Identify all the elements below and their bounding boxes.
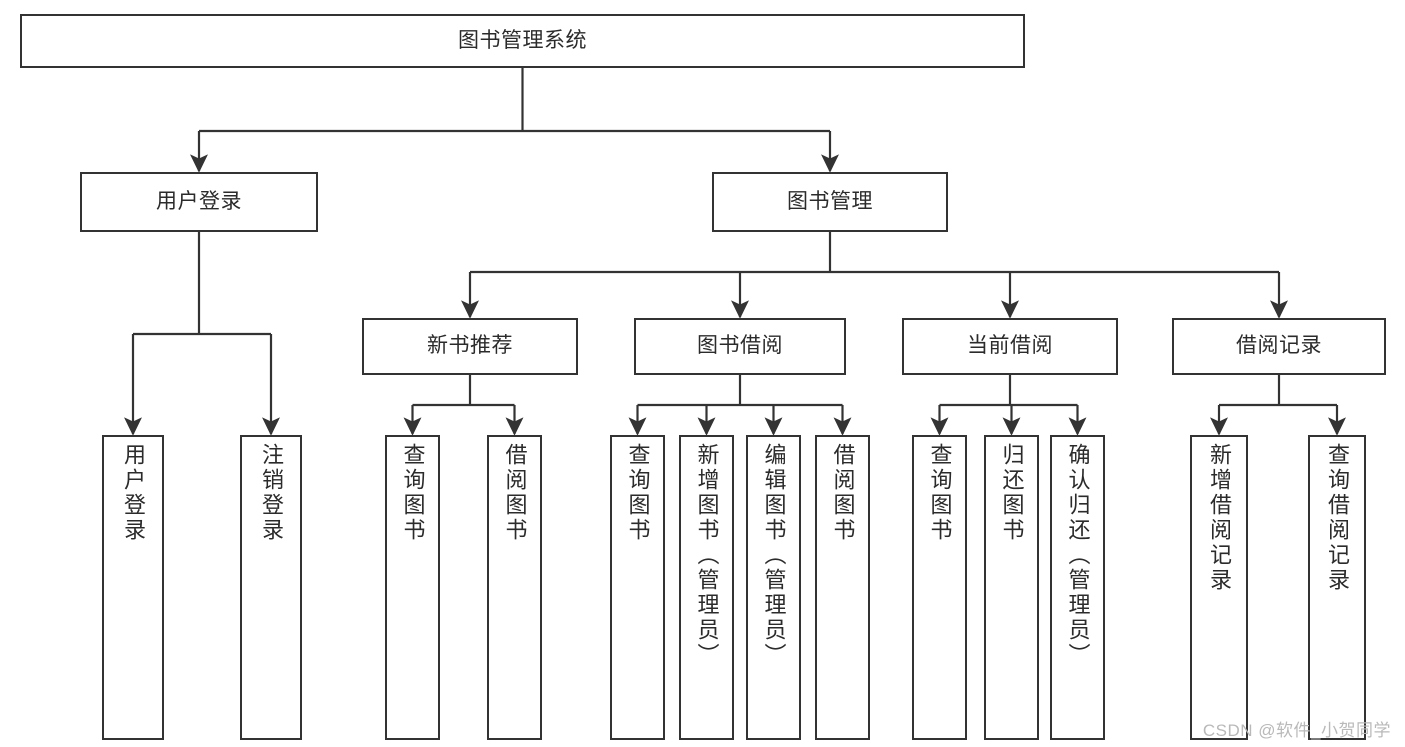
node-leaf-edit-book[interactable]: 编辑图书（管理员）: [746, 435, 801, 740]
node-book-mgmt[interactable]: 图书管理: [712, 172, 948, 232]
node-leaf-add-rec[interactable]: 新增借阅记录: [1190, 435, 1248, 740]
node-label-new-book-rec: 新书推荐: [427, 334, 513, 358]
node-label-leaf-add-book: 新增图书（管理员）: [694, 443, 720, 668]
edge-group: [123, 68, 1347, 436]
node-label-leaf-add-rec: 新增借阅记录: [1207, 443, 1232, 593]
node-label-leaf-query-1: 查询图书: [400, 443, 426, 543]
node-leaf-confirm[interactable]: 确认归还（管理员）: [1050, 435, 1105, 740]
node-label-current-borrow: 当前借阅: [967, 334, 1053, 358]
node-label-leaf-query-2: 查询图书: [625, 443, 651, 543]
node-label-leaf-query-rec: 查询借阅记录: [1325, 443, 1350, 593]
node-label-book-mgmt: 图书管理: [787, 189, 873, 213]
node-leaf-user-login[interactable]: 用户登录: [102, 435, 164, 740]
node-leaf-add-book[interactable]: 新增图书（管理员）: [679, 435, 734, 740]
node-user-login[interactable]: 用户登录: [80, 172, 318, 232]
node-borrow-record[interactable]: 借阅记录: [1172, 318, 1386, 375]
node-leaf-query-rec[interactable]: 查询借阅记录: [1308, 435, 1366, 740]
node-label-borrow-record: 借阅记录: [1236, 334, 1322, 358]
node-root[interactable]: 图书管理系统: [20, 14, 1025, 68]
node-label-book-borrow: 图书借阅: [697, 334, 783, 358]
node-label-leaf-query-3: 查询图书: [927, 443, 953, 543]
node-label-leaf-logout: 注销登录: [259, 443, 284, 543]
node-current-borrow[interactable]: 当前借阅: [902, 318, 1118, 375]
watermark-label: CSDN @软件_小贺同学: [1202, 721, 1391, 740]
node-leaf-borrow-2[interactable]: 借阅图书: [815, 435, 870, 740]
node-label-leaf-borrow-2: 借阅图书: [830, 443, 856, 543]
node-leaf-borrow-1[interactable]: 借阅图书: [487, 435, 542, 740]
node-label-root: 图书管理系统: [458, 28, 587, 52]
node-new-book-rec[interactable]: 新书推荐: [362, 318, 578, 375]
node-label-leaf-edit-book: 编辑图书（管理员）: [761, 443, 787, 668]
node-label-leaf-return: 归还图书: [999, 443, 1025, 543]
node-leaf-query-1[interactable]: 查询图书: [385, 435, 440, 740]
node-leaf-return[interactable]: 归还图书: [984, 435, 1039, 740]
node-label-user-login: 用户登录: [156, 189, 242, 213]
node-book-borrow[interactable]: 图书借阅: [634, 318, 846, 375]
node-label-leaf-borrow-1: 借阅图书: [502, 443, 528, 543]
node-leaf-query-2[interactable]: 查询图书: [610, 435, 665, 740]
node-leaf-query-3[interactable]: 查询图书: [912, 435, 967, 740]
node-label-leaf-user-login: 用户登录: [121, 443, 146, 543]
node-label-leaf-confirm: 确认归还（管理员）: [1065, 443, 1091, 668]
node-leaf-logout[interactable]: 注销登录: [240, 435, 302, 740]
